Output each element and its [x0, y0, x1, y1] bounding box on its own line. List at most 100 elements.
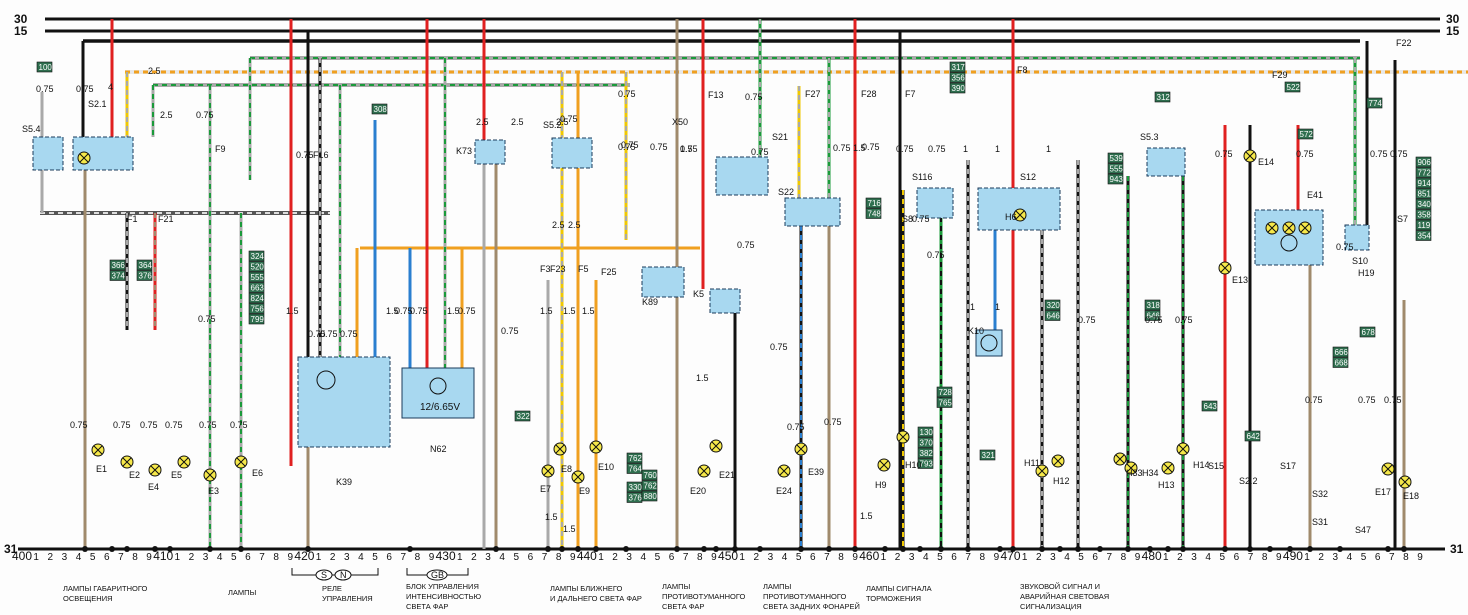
wire-gauge-label: 0.75 [621, 140, 639, 150]
reference-box-label: 666 [1335, 348, 1349, 357]
ruler-tick-label: 2 [754, 552, 760, 563]
wire-gauge-label: 0.75 [618, 89, 636, 99]
wire-gauge-label: 0.75 [770, 342, 788, 352]
ground-node [575, 546, 581, 552]
ruler-tick-label: 440 [577, 549, 597, 563]
ruler-tick-label: 6 [1234, 552, 1240, 563]
ground-node [623, 546, 629, 552]
reference-box [248, 303, 265, 314]
reference-box [136, 259, 153, 271]
ruler-tick-label: 7 [965, 552, 971, 563]
ground-node [1057, 546, 1063, 552]
component-label-x50: X50 [672, 117, 688, 127]
ruler-tick-label: 430 [436, 549, 456, 563]
reference-box [248, 292, 265, 304]
ruler-tick-label: 4 [1347, 552, 1353, 563]
badge-gb-label: GB [431, 570, 444, 580]
component-label-k10: K10 [968, 326, 984, 336]
component-label-h19: H19 [1358, 268, 1375, 278]
ground-node [852, 546, 858, 552]
module-e41 [1254, 209, 1324, 266]
ruler-tick-label: 8 [1262, 552, 1268, 563]
ruler-tick-label: 1 [1022, 552, 1028, 563]
lamp-cross-icon [1400, 477, 1410, 487]
ground-node [238, 546, 244, 552]
component-label-h10: H10 [905, 460, 922, 470]
section-control-relay: РЕЛЕ УПРАВЛЕНИЯ [322, 584, 373, 603]
wire-gauge-label: 0.75 [896, 144, 914, 154]
wire-gauge-label: 4 [108, 82, 113, 92]
ground-node [407, 546, 413, 552]
wire-gauge-label: 2.5 [160, 110, 173, 120]
reference-box-label: 762 [629, 454, 643, 463]
wire-gauge-label: 0.75 [1215, 149, 1233, 159]
component-label-s47: S47 [1355, 525, 1371, 535]
component-label-e6: E6 [252, 468, 263, 478]
reference-box-label: 914 [1418, 179, 1432, 188]
component-label-f22: F22 [1396, 38, 1412, 48]
ruler-tick-label: 6 [386, 552, 392, 563]
ruler-tick-label: 480 [1142, 549, 1162, 563]
section-brake-lamps: ЛАМПЫ СИГНАЛА ТОРМОЖЕНИЯ [866, 584, 932, 603]
reference-box-label: 646 [1147, 312, 1161, 321]
badge-s-label: S [321, 570, 327, 580]
component-label-s2-1: S2.1 [88, 99, 107, 109]
reference-box-label: 756 [251, 305, 265, 314]
reference-box-label: 376 [629, 494, 643, 503]
wire-gauge-label: 2.5 [556, 117, 569, 127]
reference-box [1107, 163, 1124, 174]
wire-gauge-label: 0.75 [912, 214, 930, 224]
wire-gauge-label: 0.75 [395, 306, 413, 316]
wire-gauge-label: 0.75 [650, 142, 668, 152]
ruler-tick-label: 1 [1163, 552, 1169, 563]
badge-n [334, 569, 352, 581]
reference-box-label: 793 [920, 460, 934, 469]
reference-box [1415, 230, 1432, 241]
section-lamps: ЛАМПЫ [228, 588, 257, 597]
ruler-tick-label: 7 [118, 552, 124, 563]
reference-box-label: 760 [644, 471, 658, 480]
ruler-tick-label: 2 [612, 552, 618, 563]
ruler-tick-label: 450 [718, 549, 738, 563]
component-label-f1: F1 [127, 214, 138, 224]
lamp-cross-icon [179, 457, 189, 467]
bus-31-label-left: 31 [4, 542, 18, 556]
reference-box [865, 197, 882, 209]
reference-box-label: 943 [1110, 175, 1124, 184]
reference-box-label: 643 [1204, 402, 1218, 411]
ground-node [559, 546, 565, 552]
component-label-f13: F13 [708, 90, 724, 100]
reference-box-label: 358 [1418, 211, 1432, 220]
reference-box [109, 270, 126, 281]
component-label-h33: H33 [1126, 468, 1143, 478]
ground-node [109, 546, 115, 552]
component-label-f9: F9 [215, 144, 226, 154]
ruler-tick-label: 9 [429, 552, 435, 563]
ruler-tick-label: 7 [683, 552, 689, 563]
reference-box [641, 490, 658, 502]
bus-30-label-right: 30 [1446, 12, 1460, 26]
lamp-cross-icon [1300, 223, 1310, 233]
module-s10-h19 [1344, 224, 1370, 251]
module-k73 [474, 139, 506, 165]
ruler-tick-label: 3 [203, 552, 209, 563]
reference-box-label: 880 [644, 492, 658, 501]
reference-box-label: 555 [251, 273, 265, 282]
badge-s [315, 569, 333, 581]
reference-box [626, 463, 643, 474]
lamp-cross-icon [1178, 444, 1188, 454]
reference-box-label: 716 [868, 199, 882, 208]
ground-node [593, 546, 599, 552]
ground-node [938, 546, 944, 552]
vertical-wires [40, 19, 1406, 549]
ground-node [305, 546, 311, 552]
ground-node [674, 546, 680, 552]
reference-box-label: 322 [517, 412, 531, 421]
reference-box [1284, 81, 1301, 93]
module-k89 [641, 266, 685, 298]
ruler-tick-label: 4 [1205, 552, 1211, 563]
section-headlight-intensity: БЛОК УПРАВЛЕНИЯ ИНТЕНСИВНОСТЬЮ СВЕТА ФАР [406, 582, 482, 611]
wire-gauge-label: 2.5 [552, 220, 565, 230]
wire-gauge-label: 0.75 [928, 144, 946, 154]
wire-gauge-label: 2.5 [568, 220, 581, 230]
